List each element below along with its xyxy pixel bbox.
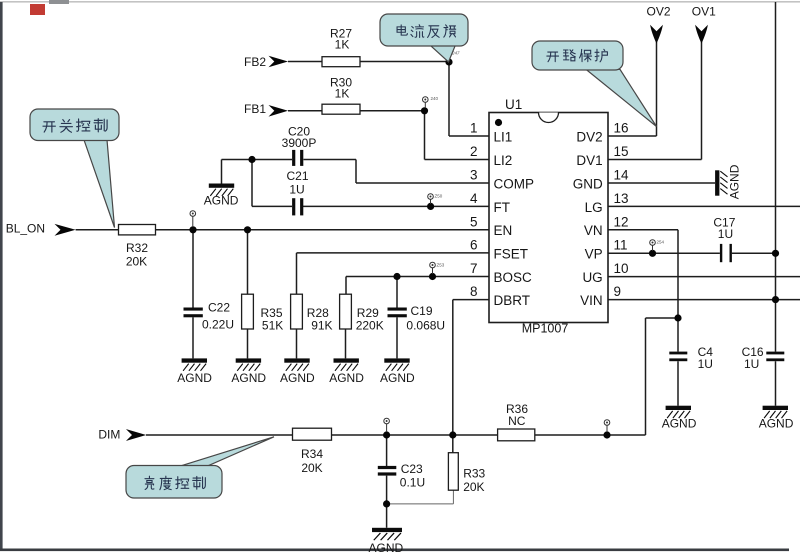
svg-text:DV2: DV2 [576,129,602,144]
svg-text:VN: VN [584,223,603,238]
svg-text:GND: GND [573,176,603,191]
svg-text:254: 254 [657,240,665,245]
svg-text:20K: 20K [126,254,147,268]
svg-text:Z53: Z53 [437,263,445,268]
svg-text:AGND: AGND [204,194,239,208]
svg-text:AGND: AGND [369,541,404,555]
svg-text:AGND: AGND [380,371,415,385]
svg-text:R29: R29 [357,306,379,320]
svg-text:C23: C23 [401,462,423,476]
svg-text:EN: EN [494,223,513,238]
svg-text:1U: 1U [744,357,759,371]
svg-text:AGND: AGND [329,371,364,385]
svg-text:0.068U: 0.068U [406,318,445,332]
svg-text:VIN: VIN [580,293,603,308]
svg-text:91K: 91K [311,319,332,333]
svg-text:3900P: 3900P [282,136,317,150]
svg-text:BOSC: BOSC [494,270,533,285]
svg-text:20K: 20K [301,461,322,475]
svg-text:240: 240 [431,96,439,101]
svg-text:U1: U1 [505,97,522,112]
svg-text:C16: C16 [742,345,764,359]
svg-text:FB2: FB2 [244,55,266,69]
svg-text:5: 5 [470,214,478,229]
svg-text:2: 2 [470,144,478,159]
svg-text:C4: C4 [698,345,714,359]
svg-text:11: 11 [614,237,628,252]
svg-text:14: 14 [614,168,630,183]
svg-text:VP: VP [585,246,603,261]
svg-text:UG: UG [582,270,602,285]
svg-text:COMP: COMP [494,176,535,191]
svg-text:OV1: OV1 [692,4,716,18]
svg-text:DV1: DV1 [576,153,602,168]
svg-text:20K: 20K [463,480,484,494]
svg-text:FB1: FB1 [244,102,266,116]
svg-text:R33: R33 [463,467,485,481]
svg-text:10: 10 [614,261,629,276]
svg-text:R35: R35 [261,306,283,320]
svg-text:R36: R36 [506,402,528,416]
svg-text:C19: C19 [411,304,433,318]
svg-text:OV2: OV2 [647,4,671,18]
svg-text:LI2: LI2 [494,153,513,168]
svg-text:220K: 220K [356,319,384,333]
svg-text:1: 1 [470,121,478,136]
svg-text:6: 6 [470,237,478,252]
svg-text:8: 8 [470,284,478,299]
svg-text:3: 3 [470,168,478,183]
svg-text:0.22U: 0.22U [202,318,234,332]
svg-text:C21: C21 [286,169,308,183]
svg-text:1K: 1K [335,86,350,100]
svg-text:FSET: FSET [494,246,529,261]
svg-text:AGND: AGND [759,417,794,431]
svg-text:1U: 1U [718,227,733,241]
svg-text:13: 13 [614,191,629,206]
svg-text:DBRT: DBRT [494,293,531,308]
svg-text:R30: R30 [330,76,352,90]
svg-text:AGND: AGND [280,371,315,385]
svg-text:C17: C17 [713,215,735,229]
svg-text:R28: R28 [307,306,329,320]
svg-text:7: 7 [470,261,478,276]
svg-text:247: 247 [451,51,460,56]
svg-text:R32: R32 [126,241,148,255]
svg-text:C22: C22 [208,301,230,315]
svg-text:BL_ON: BL_ON [6,222,45,236]
svg-text:R27: R27 [330,27,352,41]
svg-text:1K: 1K [335,37,350,51]
svg-text:DIM: DIM [98,428,120,442]
svg-text:NC: NC [508,414,526,428]
svg-text:Z50: Z50 [435,194,443,199]
svg-text:12: 12 [614,214,629,229]
svg-text:51K: 51K [262,319,283,333]
svg-text:C20: C20 [288,125,310,139]
svg-text:1U: 1U [289,183,304,197]
svg-text:1U: 1U [698,357,713,371]
svg-text:0.1U: 0.1U [400,475,425,489]
svg-text:R34: R34 [301,447,323,461]
svg-text:FT: FT [494,200,511,215]
svg-text:AGND: AGND [231,371,266,385]
svg-text:AGND: AGND [177,371,212,385]
svg-text:LG: LG [585,200,603,215]
svg-text:16: 16 [614,121,629,136]
svg-text:AGND: AGND [727,164,741,199]
svg-text:AGND: AGND [662,417,697,431]
svg-text:9: 9 [614,284,622,299]
svg-text:LI1: LI1 [494,129,513,144]
svg-text:4: 4 [470,191,478,206]
svg-text:15: 15 [614,144,629,159]
svg-text:MP1007: MP1007 [522,322,569,336]
